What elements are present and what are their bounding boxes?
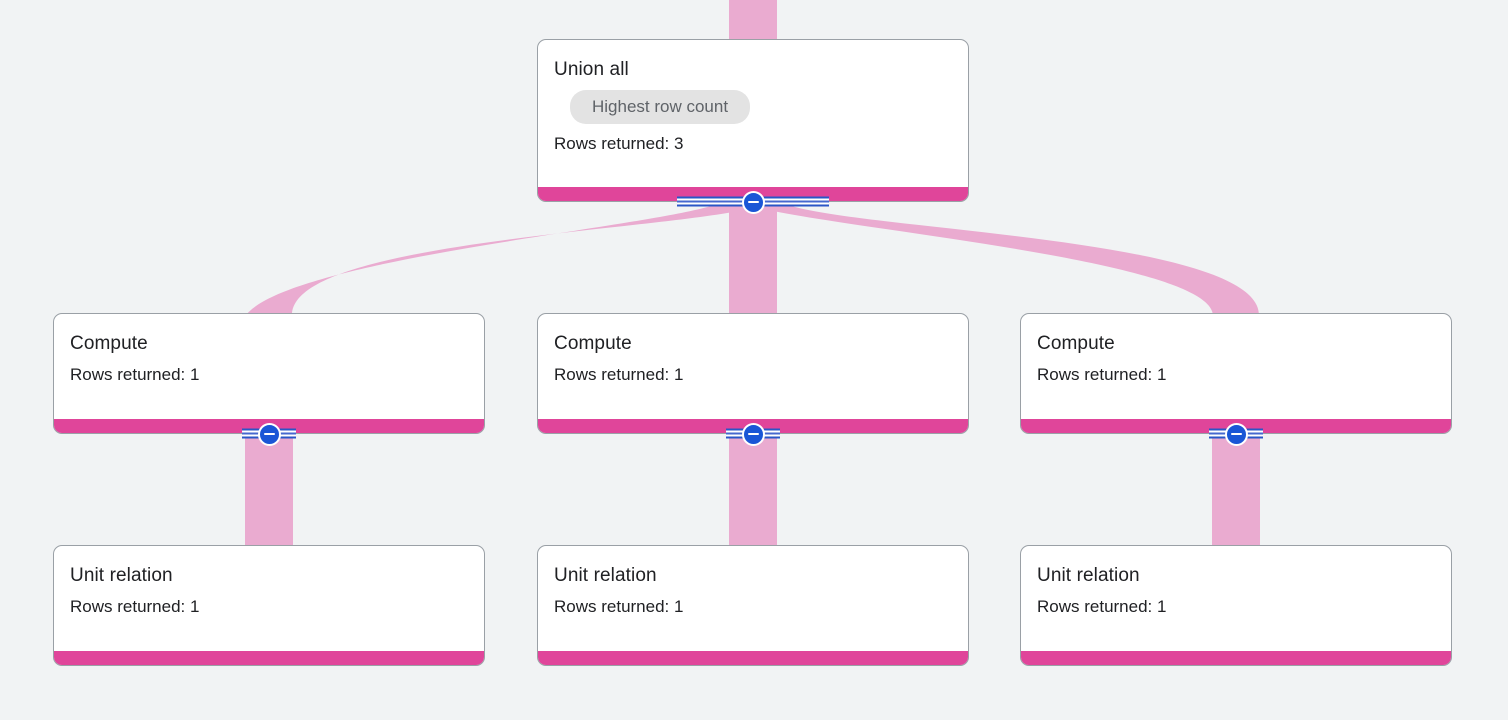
- plan-node-rows-returned: Rows returned: 1: [1037, 365, 1167, 384]
- edge-c3-u3: [1212, 428, 1260, 549]
- edge-incoming-top: [729, 0, 777, 43]
- plan-node-rows-returned: Rows returned: 3: [554, 134, 684, 153]
- collapse-toggle-compute-1[interactable]: [242, 422, 296, 446]
- minus-icon[interactable]: [741, 190, 765, 214]
- edge-union-c2: [729, 196, 777, 317]
- plan-node-title: Compute: [554, 333, 632, 354]
- plan-node-title: Union all: [554, 59, 629, 80]
- edge-c2-u2: [729, 428, 777, 549]
- plan-node-title: Compute: [1037, 333, 1115, 354]
- plan-node-rows-returned: Rows returned: 1: [70, 597, 200, 616]
- plan-node-rows-returned: Rows returned: 1: [70, 365, 200, 384]
- collapse-toggle-union-all[interactable]: [677, 190, 829, 214]
- minus-icon[interactable]: [741, 422, 765, 446]
- plan-node-accent-bar: [54, 651, 484, 665]
- plan-node-rows-returned: Rows returned: 1: [1037, 597, 1167, 616]
- plan-node-accent-bar: [1021, 651, 1451, 665]
- plan-node-rows-returned: Rows returned: 1: [554, 365, 684, 384]
- plan-node-title: Compute: [70, 333, 148, 354]
- plan-node-title: Unit relation: [70, 565, 173, 586]
- plan-node-title: Unit relation: [1037, 565, 1140, 586]
- highest-row-count-badge: Highest row count: [570, 90, 751, 124]
- plan-node-accent-bar: [538, 651, 968, 665]
- collapse-toggle-compute-3[interactable]: [1209, 422, 1263, 446]
- plan-node-title: Unit relation: [554, 565, 657, 586]
- minus-icon[interactable]: [1224, 422, 1248, 446]
- collapse-toggle-compute-2[interactable]: [726, 422, 780, 446]
- minus-icon[interactable]: [257, 422, 281, 446]
- plan-node-rows-returned: Rows returned: 1: [554, 597, 684, 616]
- edge-c1-u1: [245, 428, 293, 549]
